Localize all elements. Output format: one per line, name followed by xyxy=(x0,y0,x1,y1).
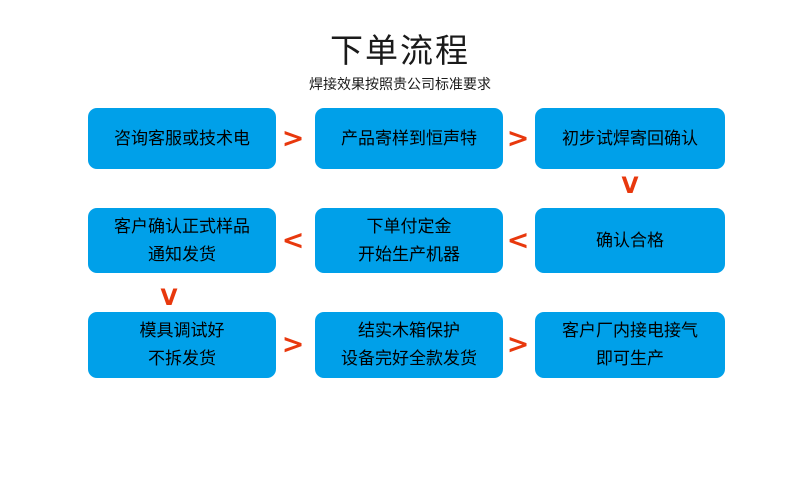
flow-box-step-6[interactable]: 客户确认正式样品 通知发货 xyxy=(88,208,276,273)
flow-box-step-8[interactable]: 结实木箱保护 设备完好全款发货 xyxy=(315,312,503,378)
arrow-down-icon-step6-step7: V xyxy=(160,286,178,311)
flow-box-step-9[interactable]: 客户厂内接电接气 即可生产 xyxy=(535,312,725,378)
page-title: 下单流程 xyxy=(330,31,470,70)
arrow-right-icon-r3-step8-step9: > xyxy=(506,329,530,360)
flow-box-step-5-line-2: 开始生产机器 xyxy=(358,244,460,265)
flow-box-step-7-line-1: 模具调试好 xyxy=(139,321,225,341)
flow-box-step-4[interactable]: 确认合格 xyxy=(535,208,725,273)
page-subtitle: 焊接效果按照贵公司标准要求 xyxy=(309,77,491,93)
arrow-right-icon-r1-step2-step3: > xyxy=(506,123,530,154)
flow-box-step-2-line-1: 产品寄样到恒声特 xyxy=(341,128,477,149)
arrow-right-icon-r3-step7-step8: > xyxy=(281,329,305,360)
flow-box-step-6-line-2: 通知发货 xyxy=(148,244,216,265)
flow-box-step-2[interactable]: 产品寄样到恒声特 xyxy=(315,108,503,169)
flow-box-step-8-line-2: 设备完好全款发货 xyxy=(341,349,477,369)
flow-box-step-3-line-1: 初步试焊寄回确认 xyxy=(562,128,698,149)
flow-box-step-9-line-2: 即可生产 xyxy=(596,349,664,369)
flow-box-step-1[interactable]: 咨询客服或技术电 xyxy=(88,108,276,169)
flow-box-step-8-line-1: 结实木箱保护 xyxy=(358,321,460,341)
arrow-down-icon-step3-step4: V xyxy=(621,174,639,199)
flow-box-step-3[interactable]: 初步试焊寄回确认 xyxy=(535,108,725,169)
flow-box-step-9-line-1: 客户厂内接电接气 xyxy=(562,321,698,341)
arrow-left-icon-r2-step4-step5: < xyxy=(506,225,530,256)
arrow-right-icon-r1-step1-step2: > xyxy=(281,123,305,154)
flow-box-step-5-line-1: 下单付定金 xyxy=(366,216,452,237)
flow-box-step-6-line-1: 客户确认正式样品 xyxy=(114,216,250,237)
flow-box-step-7-line-2: 不拆发货 xyxy=(148,349,216,369)
flow-box-step-7[interactable]: 模具调试好 不拆发货 xyxy=(88,312,276,378)
flow-box-step-4-line-1: 确认合格 xyxy=(596,230,664,251)
arrow-left-icon-r2-step5-step6: < xyxy=(281,225,305,256)
flow-box-step-5[interactable]: 下单付定金 开始生产机器 xyxy=(315,208,503,273)
flow-box-step-1-line-1: 咨询客服或技术电 xyxy=(114,128,250,149)
